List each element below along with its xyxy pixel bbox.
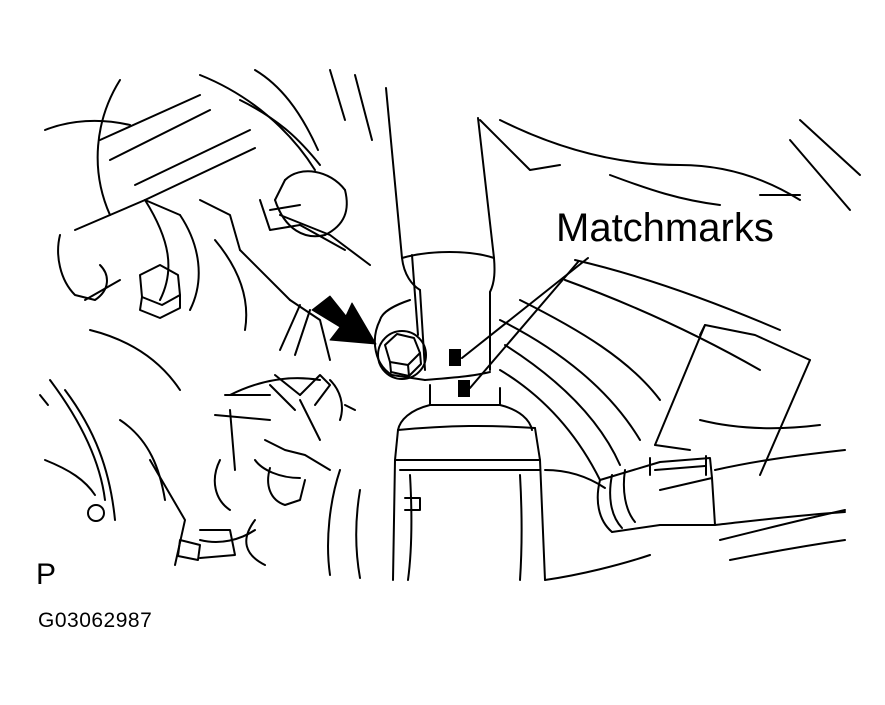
view-letter: P bbox=[36, 558, 57, 591]
upper-hose bbox=[274, 170, 348, 238]
lower-left-brackets bbox=[39, 374, 356, 566]
housing-right bbox=[654, 324, 811, 476]
figure-code: G03062987 bbox=[38, 609, 153, 632]
drive-shaft bbox=[596, 449, 846, 533]
lower-mount bbox=[392, 384, 651, 581]
shock-mounting-bolt bbox=[377, 330, 427, 380]
matchmark-lower bbox=[458, 380, 470, 397]
background-linework bbox=[44, 69, 861, 579]
shock-absorber bbox=[373, 87, 496, 381]
manifold-bracket bbox=[57, 199, 371, 421]
bold-arrow-icon bbox=[311, 295, 377, 345]
matchmark-upper bbox=[449, 349, 461, 366]
matchmarks-label: Matchmarks bbox=[556, 206, 774, 250]
hex-bolt-upper bbox=[139, 264, 181, 319]
callout-leader-lines bbox=[461, 257, 589, 389]
